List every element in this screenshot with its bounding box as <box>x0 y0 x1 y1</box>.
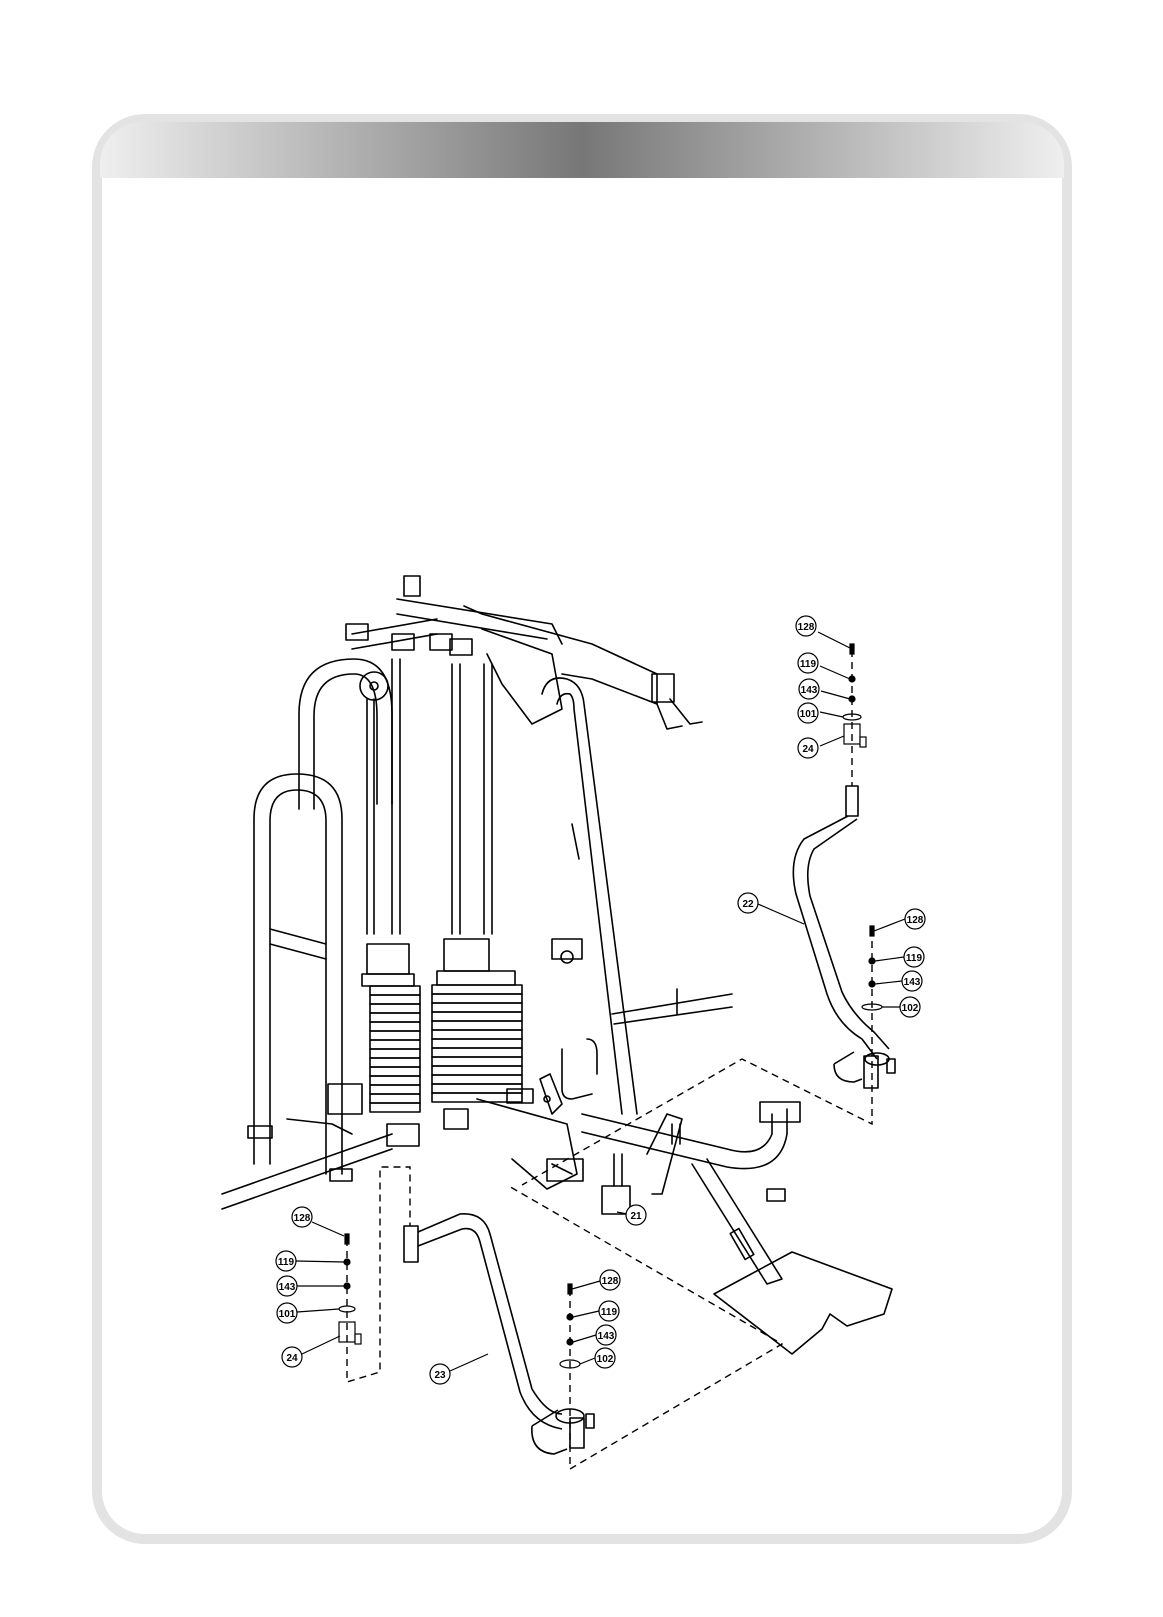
callout-119a: 119 <box>798 653 818 673</box>
svg-text:143: 143 <box>904 977 921 988</box>
callout-143b: 143 <box>902 971 922 991</box>
svg-text:119: 119 <box>278 1257 295 1268</box>
svg-text:119: 119 <box>906 953 923 964</box>
svg-text:24: 24 <box>802 744 814 755</box>
svg-text:22: 22 <box>742 899 754 910</box>
header-bar <box>100 122 1064 178</box>
callout-102a: 102 <box>900 997 920 1017</box>
callout-143a: 143 <box>799 679 819 699</box>
svg-text:119: 119 <box>601 1307 618 1318</box>
panel-border <box>97 119 1067 1539</box>
svg-text:101: 101 <box>279 1309 296 1320</box>
callout-143d: 143 <box>596 1325 616 1345</box>
callout-22: 22 <box>738 893 758 913</box>
instruction-panel: 128 119 143 101 24 22 128 119 143 102 21… <box>92 114 1072 1544</box>
callout-128d: 128 <box>600 1270 620 1290</box>
svg-text:143: 143 <box>801 685 818 696</box>
callout-102b: 102 <box>595 1348 615 1368</box>
callout-23: 23 <box>430 1364 450 1384</box>
svg-text:21: 21 <box>630 1211 642 1222</box>
svg-text:119: 119 <box>800 659 817 670</box>
callout-119b: 119 <box>904 947 924 967</box>
svg-text:101: 101 <box>800 709 817 720</box>
svg-text:128: 128 <box>907 915 924 926</box>
callout-128c: 128 <box>292 1207 312 1227</box>
callout-101b: 101 <box>277 1303 297 1323</box>
svg-text:143: 143 <box>279 1282 296 1293</box>
callout-143c: 143 <box>277 1276 297 1296</box>
callout-21: 21 <box>626 1205 646 1225</box>
svg-text:24: 24 <box>286 1353 298 1364</box>
callout-24b: 24 <box>282 1347 302 1367</box>
svg-text:143: 143 <box>598 1331 615 1342</box>
svg-text:102: 102 <box>902 1003 919 1014</box>
callout-119c: 119 <box>276 1251 296 1271</box>
assembly-diagram: 128 119 143 101 24 22 128 119 143 102 21… <box>92 114 1072 1544</box>
svg-text:102: 102 <box>597 1354 614 1365</box>
callout-128a: 128 <box>796 616 816 636</box>
callout-119d: 119 <box>599 1301 619 1321</box>
svg-text:23: 23 <box>434 1370 446 1381</box>
svg-text:128: 128 <box>602 1276 619 1287</box>
svg-text:128: 128 <box>294 1213 311 1224</box>
callout-24a: 24 <box>798 738 818 758</box>
callout-128b: 128 <box>905 909 925 929</box>
svg-text:128: 128 <box>798 622 815 633</box>
callout-101a: 101 <box>798 703 818 723</box>
